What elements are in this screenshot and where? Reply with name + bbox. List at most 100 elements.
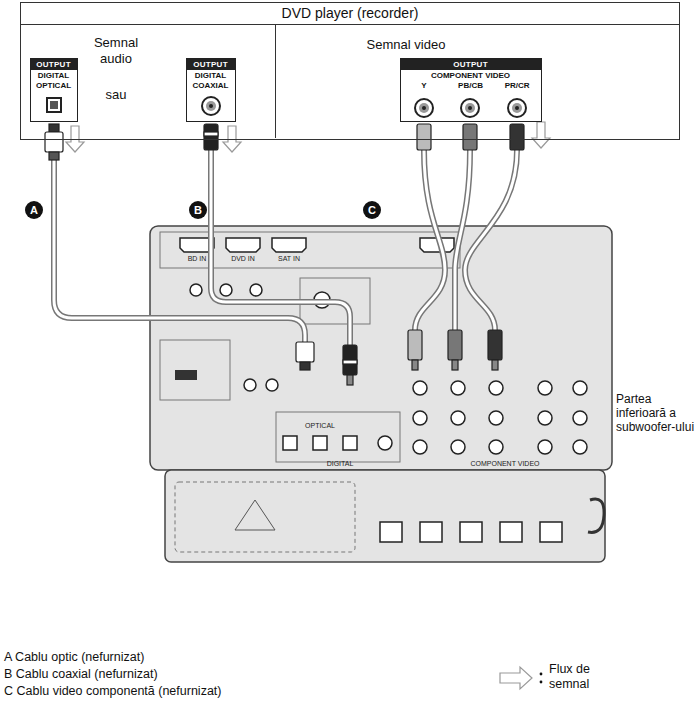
illustration-shape: [160, 340, 230, 400]
section-label: Semnal video: [356, 37, 456, 53]
illustration-shape: [451, 440, 465, 454]
illustration-shape: [415, 99, 433, 117]
illustration-shape: [489, 411, 503, 425]
output-jack-box: OUTPUTCOMPONENT VIDEOYPB/CBPR/CR: [400, 58, 542, 122]
illustration-shape: [489, 381, 503, 395]
illustration-shape: [204, 124, 218, 150]
illustration-shape: [313, 436, 327, 450]
cable-key: C Cablu video componentă (nefurnizat): [4, 684, 364, 699]
illustration-shape: [448, 330, 462, 360]
pin-name: PR/CR: [494, 81, 541, 91]
callout-letter: A: [25, 201, 43, 219]
illustration-shape: [45, 132, 63, 152]
illustration-shape: [343, 360, 357, 364]
illustration-shape: [244, 379, 256, 391]
illustration-shape: [175, 482, 355, 552]
signal-arrows: [66, 122, 550, 152]
illustration-shape: [451, 381, 465, 395]
illustration-shape: [235, 500, 275, 530]
illustration-shape: [378, 436, 392, 450]
illustration-shape: [54, 160, 305, 342]
connector-name: DIGITAL COAXIAL: [187, 71, 235, 91]
illustration-shape: [211, 150, 350, 345]
output-header: OUTPUT: [31, 59, 77, 70]
illustration-shape: [276, 412, 400, 462]
cable-key: A Cablu optic (nefurnizat): [4, 650, 364, 665]
illustration-shape: [460, 522, 482, 542]
illustration-shape: [455, 150, 470, 330]
illustration-shape: [465, 103, 475, 113]
connector-name: COMPONENT VIDEO: [401, 71, 541, 81]
illustration-shape: [272, 238, 306, 252]
illustration-shape: [488, 330, 502, 360]
illustration-shape: [54, 150, 517, 345]
illustration-shape: [223, 126, 241, 152]
cables: [54, 150, 517, 345]
callout-letter: B: [189, 201, 207, 219]
illustration-shape: [413, 411, 427, 425]
illustration-shape: [380, 522, 562, 542]
illustration-shape: [165, 470, 605, 562]
illustration-shape: [532, 122, 550, 148]
illustration-shape: [415, 150, 445, 330]
illustration-shape: [500, 667, 532, 689]
illustration-shape: [211, 150, 350, 345]
illustration-shape: [50, 101, 58, 109]
illustration-shape: [413, 381, 587, 454]
output-jack-box: OUTPUTDIGITAL OPTICAL: [30, 58, 78, 122]
illustration-shape: [500, 522, 522, 542]
illustration-shape: [468, 106, 472, 110]
port-label: DIGITAL: [280, 460, 400, 468]
illustration-shape: [419, 103, 429, 113]
receiver-panel: [150, 226, 612, 562]
illustration-shape: [492, 360, 498, 370]
port-label: DVD IN: [226, 255, 260, 263]
output-header: OUTPUT: [187, 59, 235, 70]
illustration-shape: [417, 124, 431, 150]
illustration-shape: [190, 284, 202, 296]
port-label: SAT IN: [272, 255, 306, 263]
illustration-shape: [175, 370, 197, 380]
illustration-shape: [510, 124, 524, 150]
illustration-shape: [540, 673, 543, 676]
illustration-shape: [463, 124, 477, 150]
illustration-shape: [204, 132, 218, 136]
illustration-shape: [540, 681, 543, 684]
illustration-shape: [47, 98, 61, 112]
illustration-shape: [489, 440, 503, 454]
illustration-shape: [465, 150, 517, 330]
illustration-shape: [226, 238, 260, 252]
illustration-shape: [508, 99, 526, 117]
pin-name: PB/CB: [447, 81, 494, 91]
illustration-shape: [206, 101, 216, 111]
illustration-shape: [408, 330, 422, 360]
illustration-shape: [588, 499, 604, 532]
port-label: COMPONENT VIDEO: [410, 460, 600, 468]
section-label: sau: [101, 87, 131, 103]
illustration-shape: [573, 440, 587, 454]
pin-row: YPB/CBPR/CR: [401, 81, 541, 91]
video-section: Semnal videoOUTPUTCOMPONENT VIDEOYPB/CBP…: [276, 25, 678, 138]
port-label: BD IN: [180, 255, 214, 263]
illustration-shape: [49, 152, 59, 160]
illustration-shape: [209, 104, 213, 108]
illustration-shape: [220, 284, 232, 296]
illustration-shape: [451, 411, 465, 425]
illustration-shape: [343, 436, 357, 450]
illustration-shape: [573, 381, 587, 395]
audio-section: Semnal audiosauOUTPUTDIGITAL OPTICALOUTP…: [21, 25, 276, 138]
illustration-shape: [461, 99, 479, 117]
illustration-shape: [540, 522, 562, 542]
legend-label: Flux de semnal: [549, 662, 611, 692]
illustration-shape: [49, 124, 59, 132]
device-title: DVD player (recorder): [21, 3, 679, 25]
illustration-shape: [512, 103, 522, 113]
illustration-shape: [420, 522, 442, 542]
illustration-shape: [347, 375, 353, 385]
illustration-shape: [296, 342, 314, 362]
illustration-shape: [573, 411, 587, 425]
illustration-shape: [465, 150, 517, 330]
port-label: OPTICAL: [280, 422, 360, 430]
illustration-shape: [413, 381, 427, 395]
